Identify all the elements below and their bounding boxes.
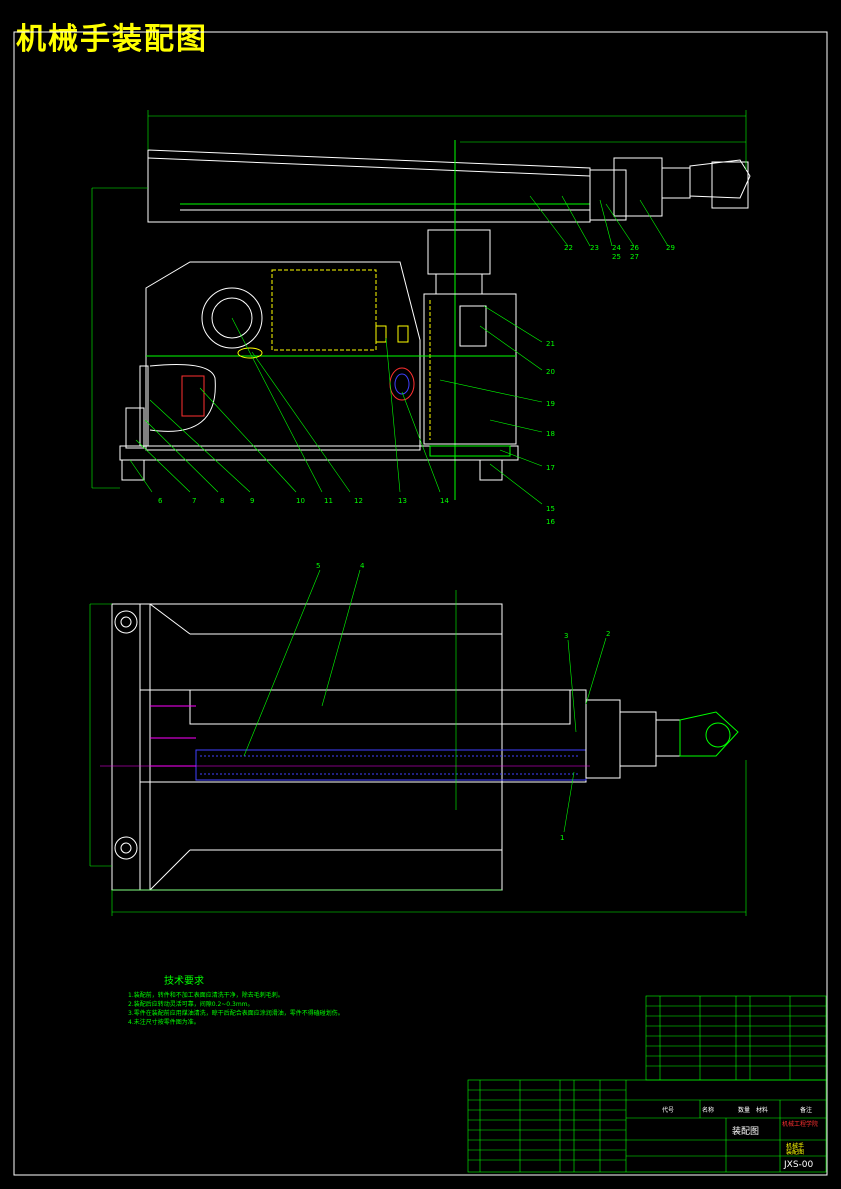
part-label: 10 — [296, 497, 305, 505]
part-label: 6 — [158, 497, 163, 505]
drawing-border — [13, 31, 828, 1176]
part-label: 24 — [612, 244, 621, 252]
part-label: 15 — [546, 505, 555, 513]
page-title: 机械手装配图 — [16, 22, 208, 57]
org-label: 机械工程学院 — [782, 1120, 818, 1128]
parts-list-lower — [467, 1079, 827, 1173]
tech-heading: 技术要求 — [164, 976, 204, 987]
tech-note: 2.装配后应转动灵活可靠，间隙0.2~0.3mm。 — [128, 1001, 254, 1008]
part-label: 19 — [546, 400, 555, 408]
part-label: 23 — [590, 244, 599, 252]
col-header-note: 备注 — [800, 1106, 812, 1114]
col-header-material: 材料 — [756, 1106, 768, 1114]
parts-list-upper — [645, 995, 827, 1081]
part-label: 11 — [324, 497, 333, 505]
part-label: 1 — [560, 834, 564, 842]
front-part-labels: 6 7 8 9 10 11 12 13 14 15 16 17 18 19 20… — [158, 244, 675, 526]
part-label: 14 — [440, 497, 449, 505]
part-label: 5 — [316, 562, 320, 570]
part-label: 25 — [612, 253, 621, 261]
top-leaders — [243, 569, 607, 833]
part-label: 3 — [564, 632, 568, 640]
part-label: 13 — [398, 497, 407, 505]
tech-note: 3.零件在装配前应用煤油清洗，晾干后配合表面应涂润滑油，零件不得磕碰划伤。 — [128, 1010, 344, 1017]
part-label: 2 — [606, 630, 610, 638]
part-label: 20 — [546, 368, 555, 376]
col-header-name: 名称 — [702, 1106, 714, 1114]
part-label: 21 — [546, 340, 555, 348]
front-leaders — [129, 195, 669, 505]
top-part-labels: 1 2 3 4 5 — [316, 562, 610, 842]
front-dimensions — [91, 110, 747, 489]
part-label: 17 — [546, 464, 555, 472]
part-label: 8 — [220, 497, 224, 505]
top-view — [100, 590, 739, 891]
part-label: 16 — [546, 518, 555, 526]
part-label: 22 — [564, 244, 573, 252]
part-label: 4 — [360, 562, 365, 570]
technical-requirements: 技术要求 1.装配前，转件和不加工表面应清洗干净，除去毛刺毛刺。 2.装配后应转… — [128, 972, 363, 1027]
right-label-2: 装配图 — [786, 1148, 804, 1156]
top-dimensions — [89, 603, 747, 916]
front-view — [119, 140, 751, 500]
part-label: 12 — [354, 497, 363, 505]
col-header-qty: 数量 — [738, 1106, 750, 1114]
title-block-text: 代号 名称 数量 材料 备注 装配图 机械工程学院 机械手 装配图 JXS-00 — [662, 1106, 818, 1170]
col-header-code: 代号 — [662, 1106, 674, 1114]
part-label: 18 — [546, 430, 555, 438]
right-label-1: 机械手 — [786, 1142, 804, 1150]
part-label: 26 — [630, 244, 639, 252]
drawing-number: JXS-00 — [783, 1160, 814, 1170]
part-label: 7 — [192, 497, 196, 505]
part-label: 29 — [666, 244, 675, 252]
drawing-type: 装配图 — [732, 1125, 759, 1137]
part-label: 27 — [630, 253, 639, 261]
part-label: 9 — [250, 497, 254, 505]
tech-note: 4.未注尺寸按零件图为准。 — [128, 1019, 200, 1026]
tech-note: 1.装配前，转件和不加工表面应清洗干净，除去毛刺毛刺。 — [128, 992, 284, 999]
